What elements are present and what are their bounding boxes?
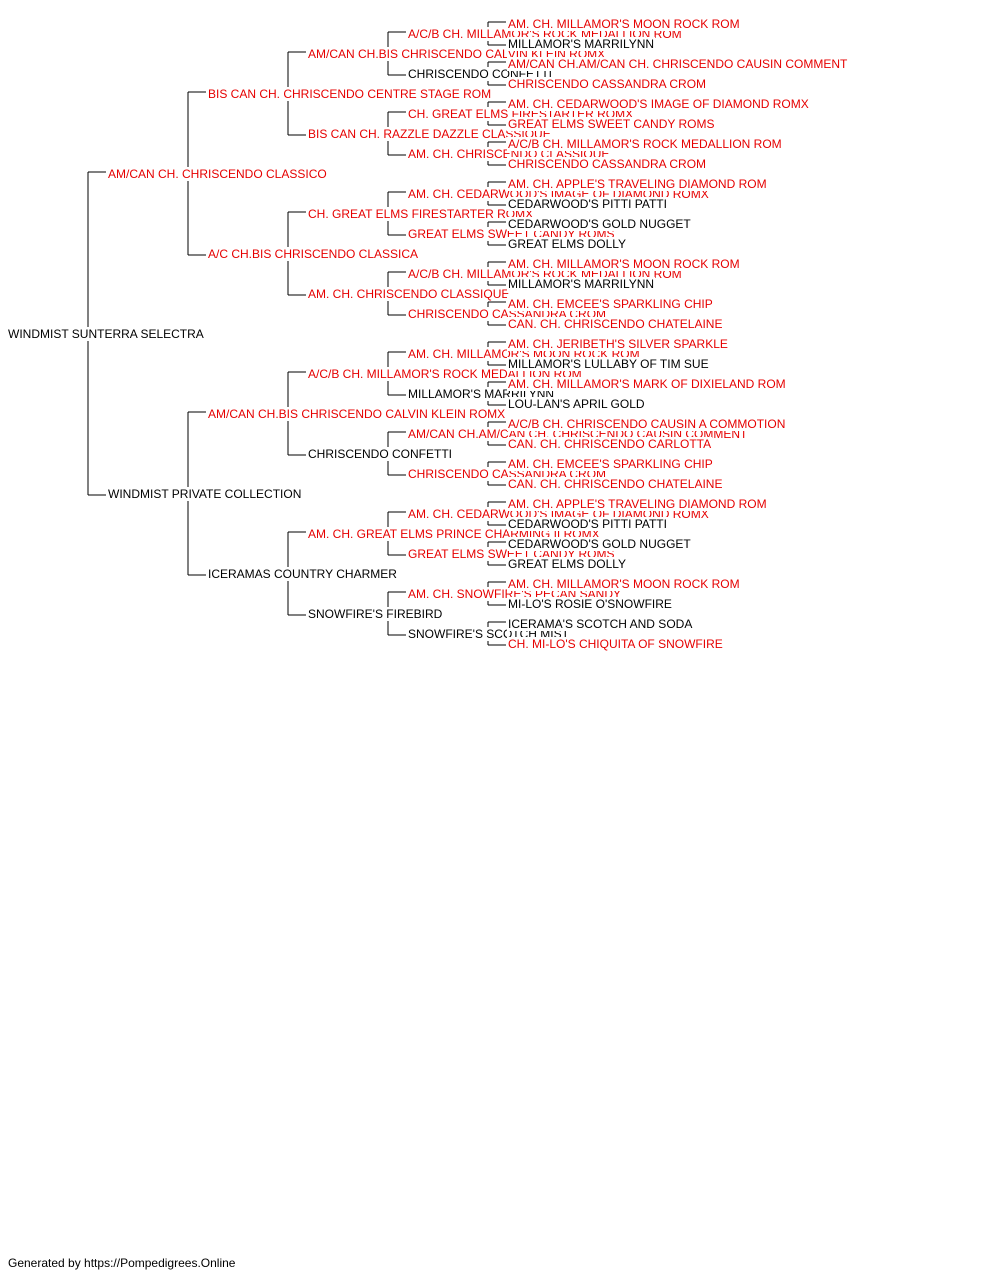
label-background <box>507 477 724 491</box>
subject-name: WINDMIST SUNTERRA SELECTRA <box>8 327 204 341</box>
label-background <box>507 37 656 51</box>
label-background <box>307 207 535 221</box>
label-background <box>107 167 328 181</box>
label-background <box>307 287 511 301</box>
label-background <box>507 217 693 231</box>
label-background <box>507 297 714 311</box>
ancestor-name: CEDARWOOD'S PITTI PATTI <box>508 517 667 531</box>
ancestor-name: A/C CH.BIS CHRISCENDO CLASSICA <box>208 247 418 261</box>
label-background <box>107 487 303 501</box>
label-background <box>507 77 708 91</box>
label-background <box>507 597 673 611</box>
ancestor-name: MI-LO'S ROSIE O'SNOWFIRE <box>508 597 672 611</box>
ancestor-name: MILLAMOR'S LULLABY OF TIM SUE <box>508 357 709 371</box>
label-background <box>507 517 668 531</box>
ancestor-name: AM. CH. CEDARWOOD'S IMAGE OF DIAMOND ROM… <box>508 97 809 111</box>
ancestor-name: LOU-LAN'S APRIL GOLD <box>508 397 645 411</box>
ancestor-name: GREAT ELMS DOLLY <box>508 237 626 251</box>
label-background <box>507 357 710 371</box>
ancestor-name: AM. CH. MILLAMOR'S MOON ROCK ROM <box>508 577 740 591</box>
ancestor-name: MILLAMOR'S MARRILYNN <box>508 37 654 51</box>
ancestor-name: AM/CAN CH. CHRISCENDO CLASSICO <box>108 167 327 181</box>
label-background <box>7 327 205 341</box>
label-background <box>507 137 783 151</box>
ancestor-name: WINDMIST PRIVATE COLLECTION <box>108 487 301 501</box>
label-background <box>507 97 810 111</box>
ancestor-name: ICERAMA'S SCOTCH AND SODA <box>508 617 692 631</box>
ancestor-name: AM. CH. EMCEE'S SPARKLING CHIP <box>508 297 713 311</box>
label-background <box>207 247 420 261</box>
ancestor-name: CH. MI-LO'S CHIQUITA OF SNOWFIRE <box>508 637 723 651</box>
ancestor-name: CAN. CH. CHRISCENDO CHATELAINE <box>508 317 722 331</box>
ancestor-name: AM. CH. JERIBETH'S SILVER SPARKLE <box>508 337 728 351</box>
ancestor-name: A/C/B CH. CHRISCENDO CAUSIN A COMMOTION <box>508 417 785 431</box>
label-background <box>507 257 741 271</box>
ancestor-name: BIS CAN CH. CHRISCENDO CENTRE STAGE ROM <box>208 87 491 101</box>
label-background <box>207 87 493 101</box>
label-background <box>307 447 453 461</box>
ancestor-name: A/C/B CH. MILLAMOR'S ROCK MEDALLION ROM <box>508 137 782 151</box>
label-background <box>507 57 850 71</box>
label-background <box>207 567 399 581</box>
ancestor-name: CEDARWOOD'S GOLD NUGGET <box>508 217 691 231</box>
label-background <box>507 577 741 591</box>
label-background <box>507 397 646 411</box>
label-background <box>207 407 507 421</box>
ancestor-name: CAN. CH. CHRISCENDO CHATELAINE <box>508 477 722 491</box>
ancestor-name: AM. CH. EMCEE'S SPARKLING CHIP <box>508 457 713 471</box>
label-background <box>507 497 768 511</box>
label-background <box>507 417 787 431</box>
ancestor-name: CHRISCENDO CONFETTI <box>308 447 452 461</box>
ancestor-name: AM/CAN CH.BIS CHRISCENDO CALVIN KLEIN RO… <box>208 407 505 421</box>
ancestor-name: ICERAMAS COUNTRY CHARMER <box>208 567 397 581</box>
generated-by-footer: Generated by https://Pompedigrees.Online <box>8 1256 236 1270</box>
ancestor-name: CAN. CH. CHRISCENDO CARLOTTA <box>508 437 711 451</box>
ancestor-name: AM. CH. MILLAMOR'S MARK OF DIXIELAND ROM <box>508 377 786 391</box>
label-background <box>507 197 668 211</box>
ancestor-name: BIS CAN CH. RAZZLE DAZZLE CLASSIQUE <box>308 127 551 141</box>
ancestor-name: AM. CH. MILLAMOR'S MOON ROCK ROM <box>508 17 740 31</box>
label-background <box>507 617 694 631</box>
label-background <box>507 177 768 191</box>
label-background <box>507 377 787 391</box>
label-background <box>507 637 724 651</box>
label-background <box>507 237 628 251</box>
label-background <box>507 557 628 571</box>
ancestor-name: CH. GREAT ELMS FIRESTARTER ROMX <box>308 207 533 221</box>
ancestor-name: AM. CH. APPLE'S TRAVELING DIAMOND ROM <box>508 497 767 511</box>
label-background <box>507 457 714 471</box>
label-background <box>507 437 713 451</box>
ancestor-name: AM. CH. MILLAMOR'S MOON ROCK ROM <box>508 257 740 271</box>
ancestor-name: AM. CH. APPLE'S TRAVELING DIAMOND ROM <box>508 177 767 191</box>
label-background <box>507 117 716 131</box>
label-background <box>507 537 693 551</box>
label-background <box>507 317 724 331</box>
ancestor-name: CEDARWOOD'S PITTI PATTI <box>508 197 667 211</box>
ancestor-name: CEDARWOOD'S GOLD NUGGET <box>508 537 691 551</box>
ancestor-name: MILLAMOR'S MARRILYNN <box>508 277 654 291</box>
label-background <box>307 607 444 621</box>
ancestor-name: GREAT ELMS DOLLY <box>508 557 626 571</box>
ancestor-name: CHRISCENDO CASSANDRA CROM <box>508 77 706 91</box>
label-background <box>507 337 729 351</box>
ancestor-name: GREAT ELMS SWEET CANDY ROMS <box>508 117 714 131</box>
ancestor-name: AM/CAN CH.AM/CAN CH. CHRISCENDO CAUSIN C… <box>508 57 848 71</box>
label-background <box>507 157 708 171</box>
label-background <box>307 127 552 141</box>
label-background <box>507 17 741 31</box>
ancestor-name: SNOWFIRE'S FIREBIRD <box>308 607 443 621</box>
ancestor-name: CHRISCENDO CASSANDRA CROM <box>508 157 706 171</box>
ancestor-name: AM. CH. CHRISCENDO CLASSIQUE <box>308 287 509 301</box>
label-background <box>507 277 656 291</box>
ancestor-labels: WINDMIST SUNTERRA SELECTRA AM/CAN CH. CHR… <box>7 17 850 651</box>
